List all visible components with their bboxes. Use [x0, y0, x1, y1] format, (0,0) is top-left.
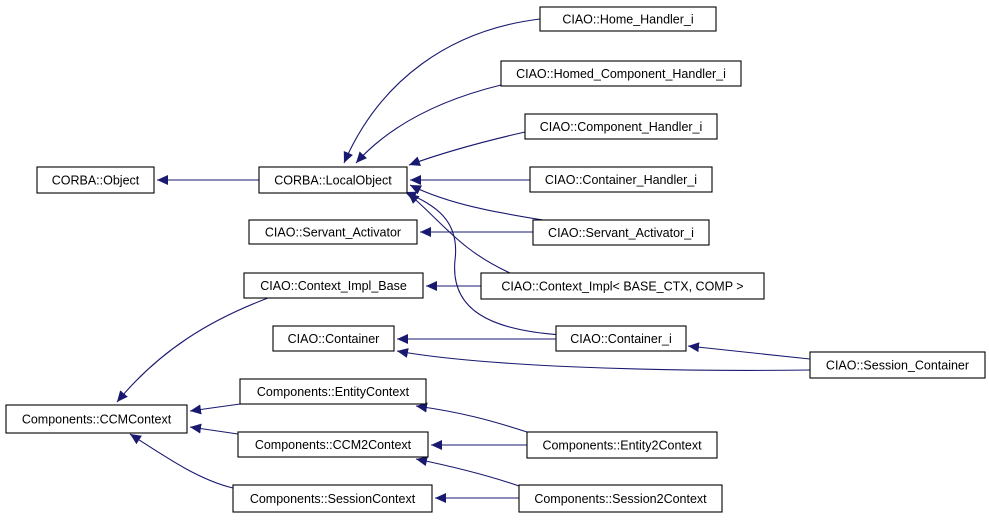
inheritance-edge-context-impl-to-local-object: [407, 192, 511, 274]
class-node-box: [480, 272, 765, 300]
class-node-homed-component-handler[interactable]: CIAO::Homed_Component_Handler_i: [500, 60, 742, 87]
class-node-label: CIAO::Servant_Activator_i: [548, 226, 694, 240]
class-node-label: CORBA::LocalObject: [274, 174, 392, 188]
inheritance-edge-context-impl-base-to-ccm-context: [116, 297, 269, 403]
class-node-home-handler[interactable]: CIAO::Home_Handler_i: [539, 6, 717, 32]
class-node-label: Components::Session2Context: [534, 492, 707, 506]
inheritance-edge-ccm2-context-to-ccm-context: [189, 423, 239, 435]
inheritance-edge-component-handler-to-local-object: [408, 131, 526, 166]
class-node-label: Components::CCM2Context: [255, 438, 412, 452]
class-node-label: CIAO::Container_i: [570, 332, 671, 346]
class-node-box: [258, 166, 408, 194]
class-node-context-impl-base[interactable]: CIAO::Context_Impl_Base: [243, 272, 424, 299]
class-node-label: CORBA::Object: [52, 174, 140, 188]
class-node-component-handler[interactable]: CIAO::Component_Handler_i: [524, 113, 718, 140]
class-node-box: [524, 113, 718, 140]
class-node-box: [539, 6, 717, 32]
inheritance-edge-container-i-to-local-object: [404, 191, 562, 336]
class-node-container[interactable]: CIAO::Container: [272, 325, 395, 352]
class-node-local-object[interactable]: CORBA::LocalObject: [258, 166, 408, 194]
inheritance-edge-servant-activator-i-to-local-object: [409, 184, 544, 221]
class-node-ccm2-context[interactable]: Components::CCM2Context: [237, 431, 429, 458]
nodes-layer: CIAO::Home_Handler_iCIAO::Homed_Componen…: [5, 6, 986, 513]
class-node-context-impl[interactable]: CIAO::Context_Impl< BASE_CTX, COMP >: [480, 272, 765, 300]
inheritance-edge-session2-context-to-ccm2-context: [415, 456, 520, 487]
class-node-session-context[interactable]: Components::SessionContext: [232, 484, 433, 513]
inheritance-edge-session-container-to-container-i: [687, 342, 811, 360]
inheritance-edge-homed-component-handler-to-local-object: [355, 84, 502, 164]
edges-layer: [116, 18, 811, 503]
inheritance-edge-entity2-context-to-entity-context: [415, 402, 528, 433]
class-node-entity2-context[interactable]: Components::Entity2Context: [526, 431, 718, 459]
class-node-label: CIAO::Session_Container: [826, 359, 969, 373]
class-node-box: [243, 272, 424, 299]
class-node-ccm-context[interactable]: Components::CCMContext: [5, 404, 188, 434]
inheritance-edge-home-handler-to-local-object: [343, 18, 541, 164]
class-node-container-i[interactable]: CIAO::Container_i: [555, 325, 687, 352]
class-node-box: [526, 431, 718, 459]
class-node-label: CIAO::Container: [288, 332, 380, 346]
class-node-label: Components::EntityContext: [257, 385, 410, 399]
inheritance-edge-session-context-to-ccm-context: [129, 433, 234, 489]
class-node-box: [272, 325, 395, 352]
class-node-session2-context[interactable]: Components::Session2Context: [518, 484, 723, 513]
class-node-entity-context[interactable]: Components::EntityContext: [239, 378, 427, 405]
class-node-session-container[interactable]: CIAO::Session_Container: [809, 351, 986, 379]
class-node-label: Components::CCMContext: [22, 413, 172, 427]
class-node-label: CIAO::Component_Handler_i: [540, 120, 703, 134]
class-node-box: [532, 219, 710, 246]
class-node-label: CIAO::Servant_Activator: [265, 226, 401, 240]
class-node-box: [529, 166, 713, 193]
class-node-label: CIAO::Homed_Component_Handler_i: [516, 67, 726, 81]
class-node-box: [555, 325, 687, 352]
inheritance-edge-session-container-to-container: [396, 348, 811, 371]
class-node-label: CIAO::Context_Impl< BASE_CTX, COMP >: [501, 280, 743, 294]
inheritance-edge-entity-context-to-ccm-context: [189, 403, 241, 415]
class-node-box: [232, 484, 433, 513]
class-node-box: [248, 219, 418, 245]
class-node-box: [5, 404, 188, 434]
class-node-label: Components::SessionContext: [250, 492, 416, 506]
class-node-box: [239, 378, 427, 405]
class-node-container-handler[interactable]: CIAO::Container_Handler_i: [529, 166, 713, 193]
class-node-label: CIAO::Container_Handler_i: [545, 173, 697, 187]
class-node-label: CIAO::Home_Handler_i: [562, 13, 693, 27]
class-node-box: [809, 351, 986, 379]
class-node-box: [518, 484, 723, 513]
class-node-servant-activator-i[interactable]: CIAO::Servant_Activator_i: [532, 219, 710, 246]
class-node-box: [500, 60, 742, 87]
class-node-label: Components::Entity2Context: [542, 439, 702, 453]
class-node-box: [237, 431, 429, 458]
class-node-servant-activator[interactable]: CIAO::Servant_Activator: [248, 219, 418, 245]
class-node-label: CIAO::Context_Impl_Base: [260, 279, 407, 293]
class-node-corba-object[interactable]: CORBA::Object: [36, 166, 155, 194]
class-node-box: [36, 166, 155, 194]
